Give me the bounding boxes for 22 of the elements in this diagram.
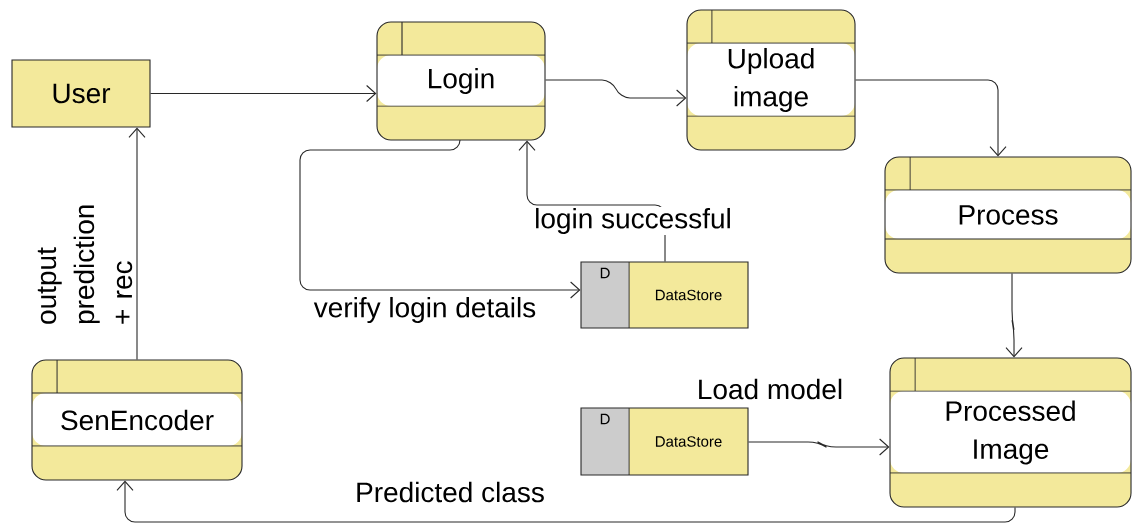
arrow bbox=[518, 140, 666, 262]
data-store: D DataStore bbox=[580, 261, 749, 329]
process-box: Processed Image bbox=[889, 357, 1132, 508]
edge-label: verify login details bbox=[312, 295, 538, 325]
arrow bbox=[116, 480, 1016, 523]
process-box: Process bbox=[884, 156, 1132, 274]
edge-label: Predicted class bbox=[354, 480, 546, 504]
edge-label: Load model bbox=[695, 377, 845, 401]
arrow bbox=[1005, 273, 1023, 358]
arrow bbox=[299, 139, 581, 299]
arrow bbox=[748, 438, 890, 456]
process-box: Login bbox=[376, 21, 546, 141]
arrow bbox=[545, 79, 687, 107]
process-box: SenEncoder bbox=[31, 359, 243, 481]
arrow bbox=[128, 127, 146, 360]
arrow bbox=[855, 79, 1007, 157]
edge-label: login successful bbox=[533, 206, 733, 236]
entity-box: User bbox=[11, 59, 151, 128]
process-box: Upload image bbox=[686, 9, 856, 151]
edge-label: output prediction + rec bbox=[36, 174, 134, 326]
data-store: D DataStore bbox=[580, 407, 749, 476]
arrow bbox=[150, 84, 377, 103]
